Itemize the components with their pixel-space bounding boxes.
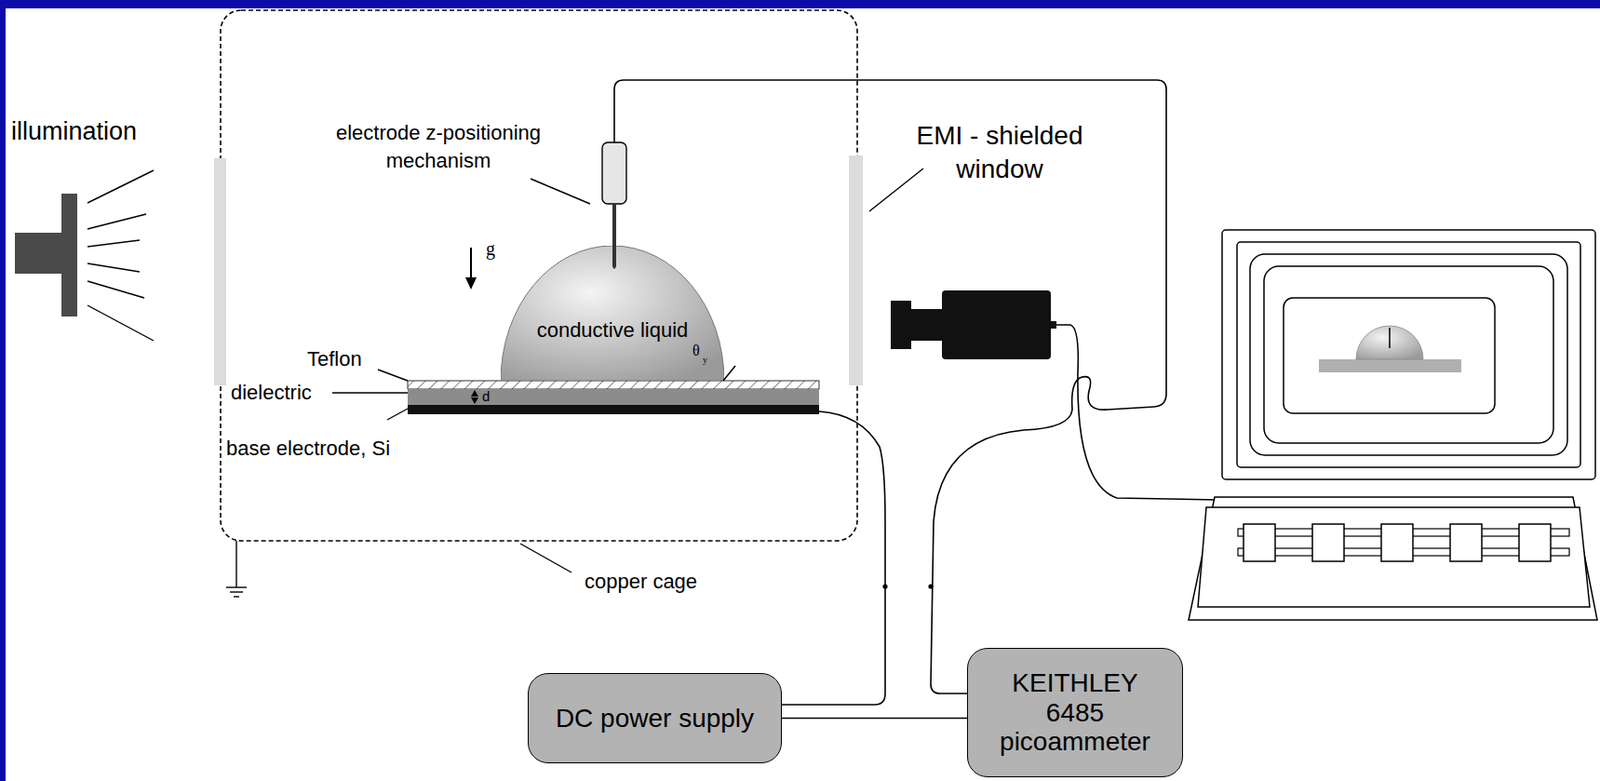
dielectric-label: dielectric [230, 380, 312, 404]
box-label: DC power supply [555, 703, 754, 733]
cage-label: copper cage [584, 569, 698, 593]
lamp-head [61, 193, 78, 317]
gravity-arrow [470, 247, 472, 280]
leader-lines [332, 168, 924, 573]
illumination-label: illumination [11, 117, 137, 147]
picoammeter-box: KEITHLEY 6485 picoammeter [967, 647, 1184, 778]
camera-lens-barrel [911, 309, 944, 341]
lamp-body [14, 232, 62, 274]
box-text: DC power supply [555, 703, 754, 733]
thickness-label: d [482, 388, 490, 404]
copper-cage [220, 10, 858, 541]
base-electrode-label: base electrode, Si [226, 436, 390, 460]
drop-outline [500, 245, 725, 381]
teflon-layer [407, 380, 820, 390]
box-text: KEITHLEY 6485 picoammeter [981, 668, 1169, 756]
gravity-arrowhead [465, 277, 477, 290]
wire-joint [882, 583, 888, 589]
camera-body [941, 290, 1051, 360]
box-label: KEITHLEY 6485 picoammeter [981, 668, 1169, 756]
power-supply-box: DC power supply [527, 672, 782, 764]
teflon-label: Teflon [307, 347, 363, 371]
window-label: EMI - shielded window [892, 119, 1107, 187]
window [214, 158, 227, 386]
base-electrode [407, 404, 820, 415]
ground-symbol [226, 540, 247, 597]
light-rays [87, 170, 154, 341]
screen-drop-image [1318, 325, 1462, 373]
camera-connector [1050, 321, 1057, 329]
mechanism-label: electrode z-positioning mechanism [303, 119, 574, 175]
emi-window [848, 155, 863, 386]
computer [1188, 229, 1598, 620]
electrode-holder [602, 142, 627, 204]
gravity-label: g [485, 238, 496, 260]
wires [614, 80, 1220, 705]
drop-label: conductive liquid [500, 318, 725, 343]
camera-lens [890, 300, 912, 350]
liquid-drop: conductive liquid [500, 245, 725, 381]
wire-joint [927, 583, 933, 589]
dielectric-layer [407, 389, 820, 405]
contact-angle-line [723, 365, 736, 381]
wire-connector [781, 717, 968, 719]
angle-subscript: y [702, 354, 708, 366]
angle-symbol: θ [692, 342, 700, 360]
thickness-arrow [470, 389, 479, 404]
